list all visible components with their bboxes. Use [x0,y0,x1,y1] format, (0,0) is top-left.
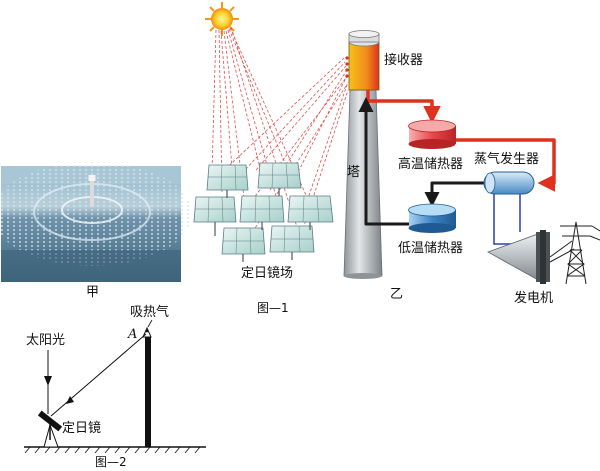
cold-storage-tank [408,203,456,233]
hot-pipe-to-storage [366,90,441,124]
sun-icon [205,2,239,36]
ground [24,446,206,454]
heliostat [206,164,249,191]
mirror-label: 定日镜 [62,421,101,436]
solar-field-photo [0,162,192,282]
incoming-sunlight-ray [44,350,52,414]
steam-generator-label: 蒸气发生器 [474,151,539,167]
tower [343,89,383,279]
hot-pipe-to-steam-generator [456,138,556,192]
steam-generator [483,171,535,195]
reflected-ray [50,333,147,417]
heliostat [269,225,315,253]
steam-line [493,191,521,245]
panel-yi-label: 乙 [390,287,403,302]
absorber-leader [147,319,153,328]
absorber-label: 吸热气 [130,304,169,320]
heliostat [221,227,266,255]
heliostat-field [193,162,334,262]
receiver-label: 接收器 [384,52,423,68]
cold-pipe-to-receiver [358,97,413,226]
tower-label: 塔 [347,165,360,180]
heliostat [193,196,237,223]
generator-label: 发电机 [514,290,553,306]
sunlight-label: 太阳光 [26,333,65,348]
fig2-caption: 图—2 [95,455,127,469]
panel-jia-label: 甲 [86,285,99,300]
heliostat-mirror [37,410,63,448]
heliostat [287,195,334,223]
heliostat [257,162,302,189]
receiver [345,30,380,91]
heliostat [239,195,285,223]
hot-storage-tank [408,119,456,149]
cold-pipe-to-storage [424,181,484,207]
fig1-caption: 图—1 [257,301,289,315]
point-a-label: A [127,327,137,342]
heliostat-field-label: 定日镜场 [241,266,293,281]
cold-storage-label: 低温储热器 [398,241,463,256]
hot-storage-label: 高温储热器 [398,156,463,172]
power-pylon-icon [549,221,600,285]
generator [487,230,550,284]
absorber-tower [142,326,152,447]
